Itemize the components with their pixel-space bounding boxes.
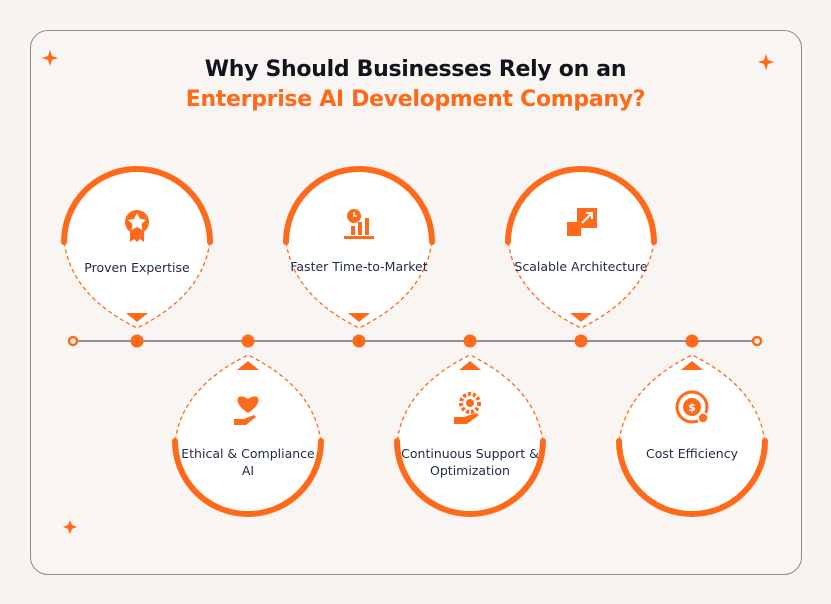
timeline-dot	[352, 334, 366, 348]
timeline-dot	[463, 334, 477, 348]
pointer-triangle	[348, 313, 370, 322]
bubble-arc	[283, 166, 435, 245]
pointer-triangle	[126, 313, 148, 322]
gear-hand-icon	[454, 392, 481, 424]
award-medal-icon	[125, 210, 149, 242]
item-label: Ethical & Compliance AI	[181, 446, 315, 478]
sparkle-icon	[42, 50, 774, 534]
timeline-start-marker	[67, 335, 79, 347]
item-5: $	[616, 334, 768, 517]
item-label: Continuous Support & Optimization	[401, 446, 539, 478]
bubble-arc	[394, 438, 546, 517]
svg-text:$: $	[688, 401, 696, 414]
bubble-arc	[172, 438, 324, 517]
pointer-triangle	[570, 313, 592, 322]
bubble-arc	[616, 438, 768, 517]
item-label: Proven Expertise	[84, 260, 190, 275]
item-label: Cost Efficiency	[646, 446, 738, 461]
pointer-triangle	[237, 361, 259, 370]
clock-chart-icon	[344, 209, 374, 239]
item-4	[505, 166, 657, 348]
timeline-dot	[574, 334, 588, 348]
timeline-dot	[130, 334, 144, 348]
item-2	[283, 166, 435, 348]
coin-dollar-icon: $	[675, 390, 709, 424]
item-0	[61, 166, 213, 348]
title-line-1: Why Should Businesses Rely on an	[204, 57, 627, 82]
item-3	[394, 334, 546, 517]
scale-arrows-icon	[567, 208, 597, 236]
item-1	[172, 334, 324, 517]
pointer-triangle	[681, 361, 703, 370]
item-label: Faster Time-to-Market	[290, 259, 428, 274]
timeline-end-marker	[751, 335, 763, 347]
title-line-2: Enterprise AI Development Company?	[185, 87, 646, 112]
item-label: Scalable Architecture	[514, 259, 648, 274]
bubble-arc	[61, 166, 213, 245]
heart-hand-icon	[234, 396, 259, 425]
timeline-dot	[241, 334, 255, 348]
timeline-dot	[685, 334, 699, 348]
bubble-arc	[505, 166, 657, 245]
pointer-triangle	[459, 361, 481, 370]
